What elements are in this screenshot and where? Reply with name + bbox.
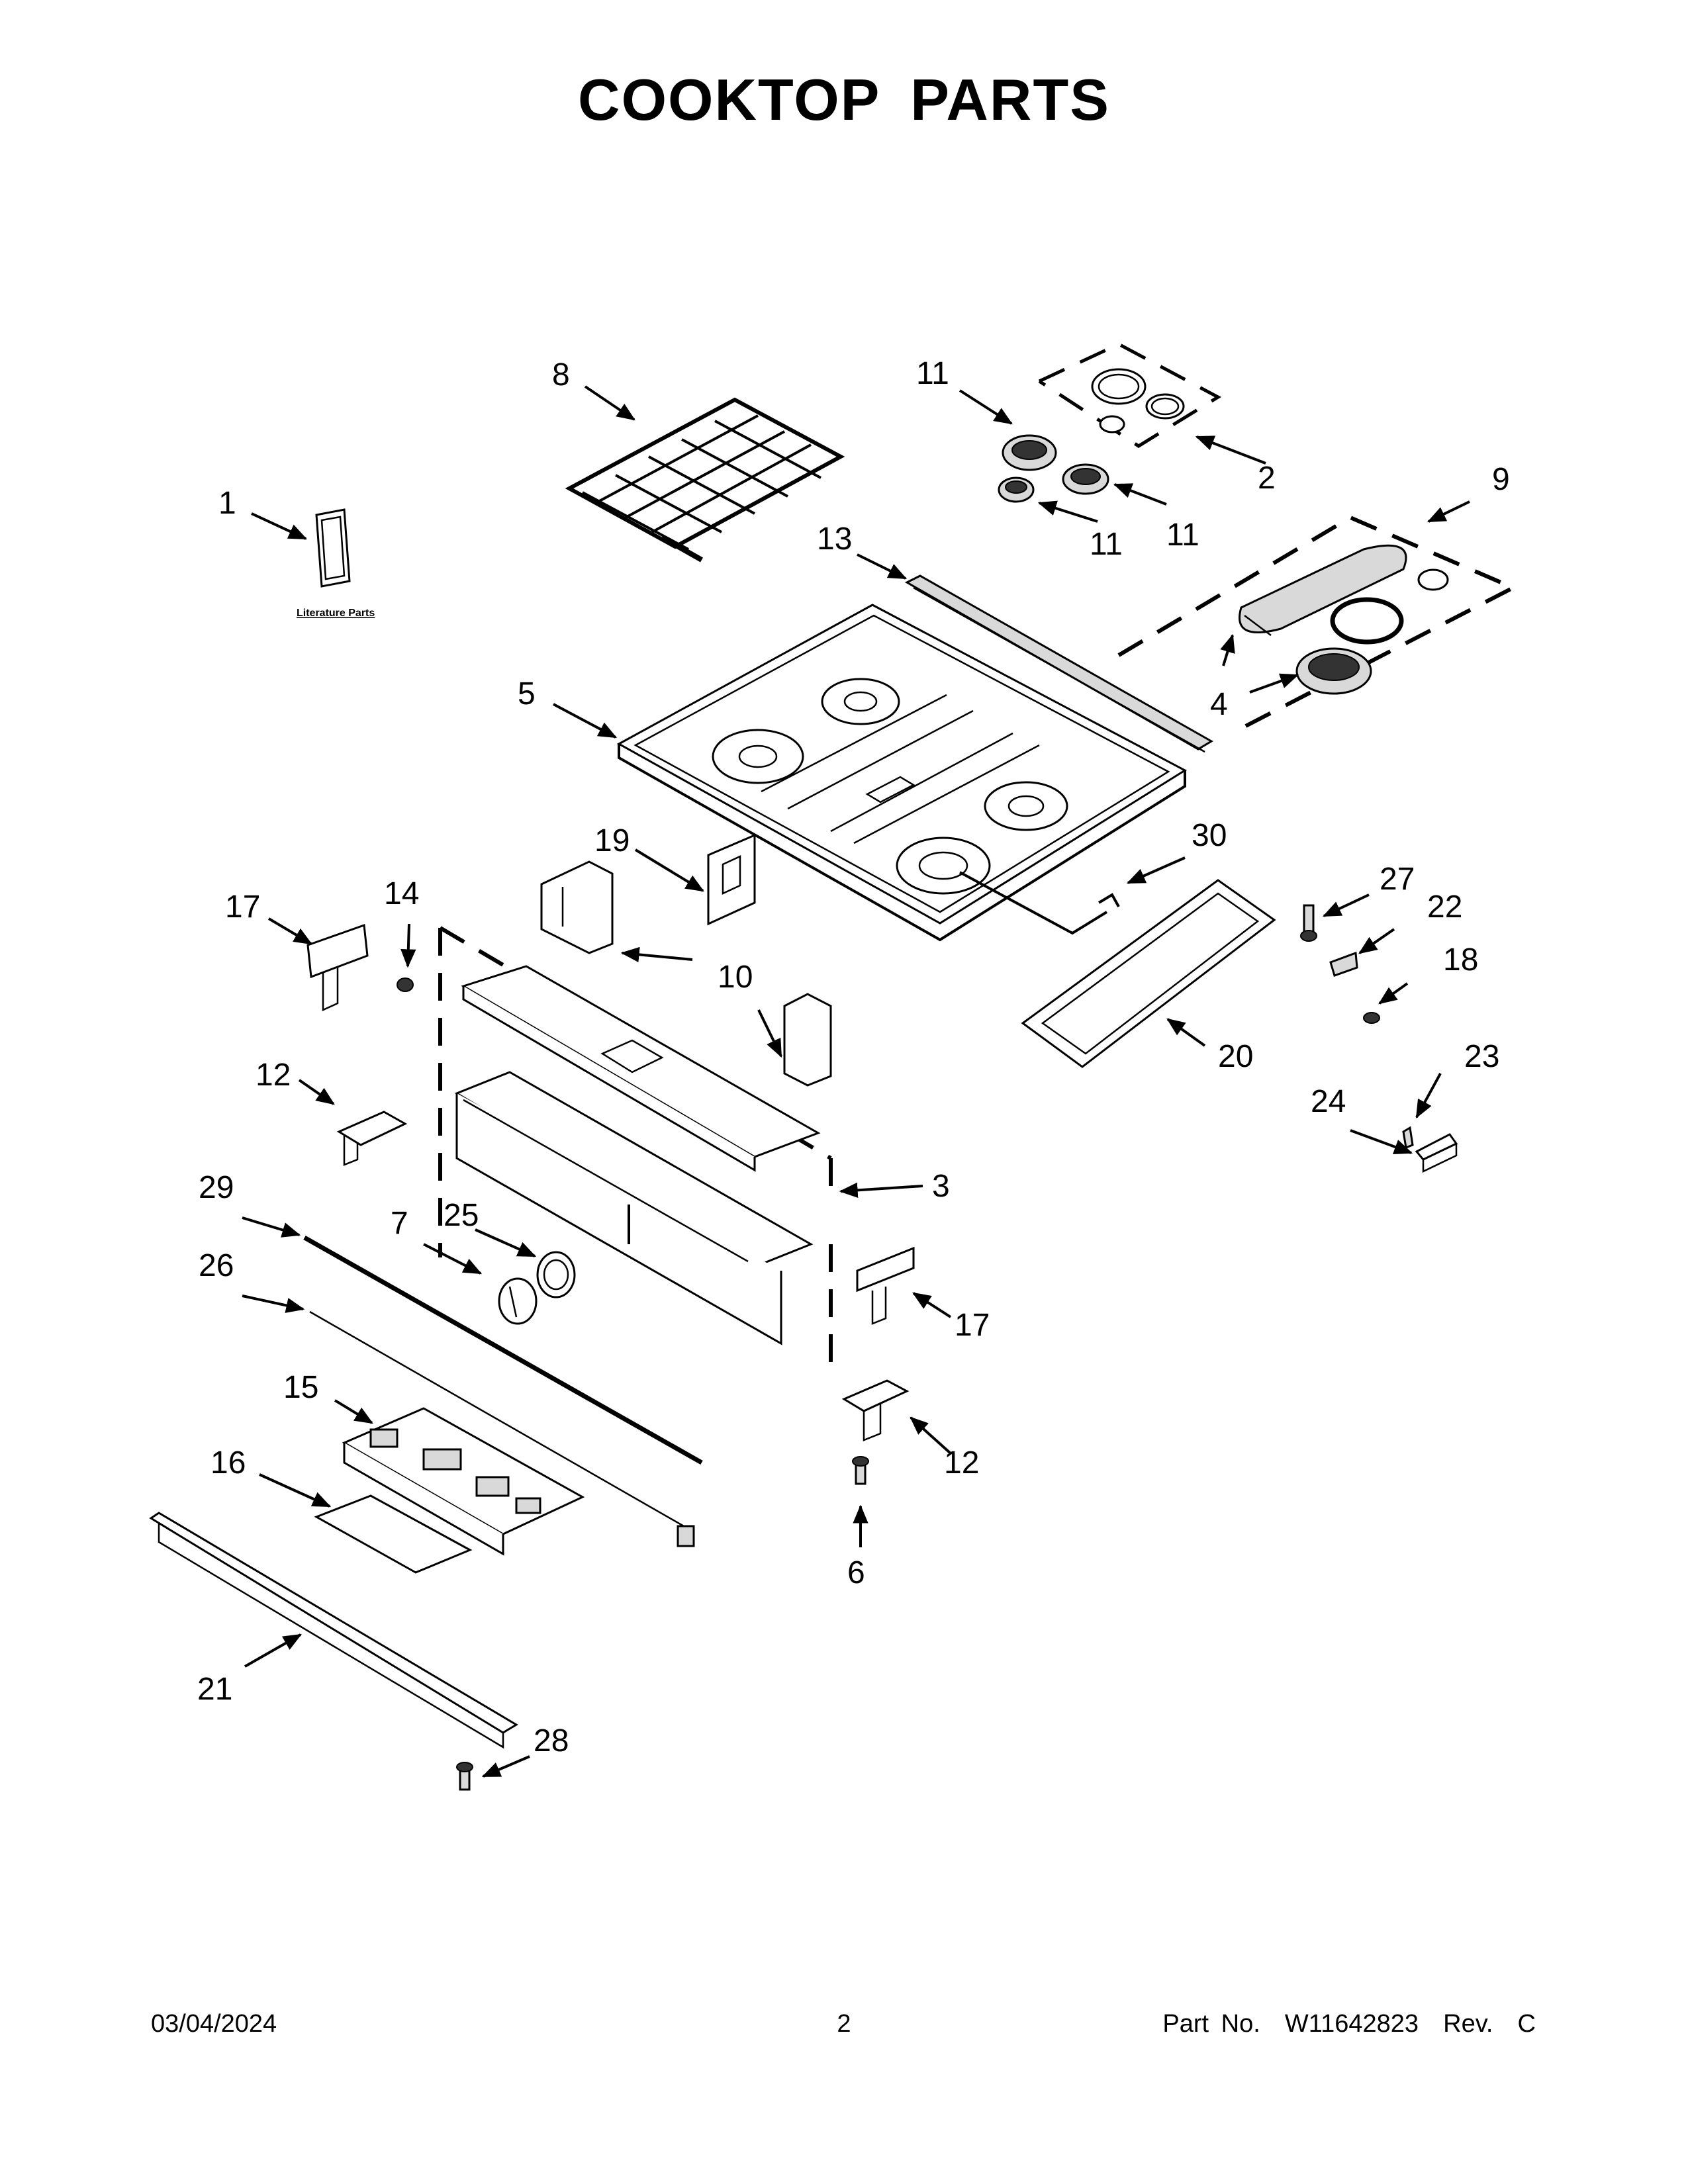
- callout-25: 25: [444, 1198, 479, 1233]
- part-2-burner-caps: [1038, 342, 1222, 448]
- footer-part-number: Part No. W11642823 Rev. C: [1162, 2010, 1536, 2038]
- part-20-grill-plate: [1021, 879, 1276, 1068]
- callout-12-b: 12: [944, 1445, 979, 1480]
- callout-10: 10: [718, 960, 753, 995]
- callout-4: 4: [1210, 687, 1228, 722]
- callout-14: 14: [384, 876, 419, 911]
- callout-20: 20: [1218, 1039, 1253, 1074]
- callout-5: 5: [518, 676, 536, 711]
- part-29-26-rods: [303, 1235, 703, 1547]
- screws-6-28: [456, 1456, 869, 1791]
- callout-28: 28: [534, 1723, 569, 1758]
- part-11-burners: [998, 434, 1109, 503]
- callout-23: 23: [1464, 1039, 1499, 1074]
- callout-7: 7: [391, 1206, 408, 1241]
- callout-11-c: 11: [1166, 518, 1199, 553]
- callout-15: 15: [283, 1370, 318, 1405]
- part-7-25-knob: [498, 1251, 576, 1325]
- callout-26: 26: [199, 1248, 234, 1283]
- page-title: COOKTOP PARTS: [578, 67, 1110, 132]
- callout-17-a: 17: [225, 889, 260, 925]
- callout-18: 18: [1443, 942, 1478, 978]
- callout-3: 3: [932, 1169, 950, 1204]
- leader-arrows: [242, 385, 1470, 1778]
- callout-29: 29: [199, 1170, 234, 1205]
- callout-22: 22: [1427, 889, 1462, 925]
- part-3-control-panel: [438, 926, 833, 1370]
- callout-13: 13: [817, 522, 852, 557]
- part-13-rail: [904, 574, 1213, 753]
- callout-11-b: 11: [1090, 527, 1123, 562]
- callout-numbers: 1 2 3 4 5 6 7 8 9 10 11 11 11 12 12 13 1…: [197, 356, 1510, 1758]
- callout-1: 1: [218, 486, 236, 521]
- callout-19: 19: [594, 823, 630, 858]
- footer-date: 03/04/2024: [151, 2010, 277, 2038]
- callout-11-a: 11: [916, 356, 949, 391]
- part-21-trim: [149, 1512, 518, 1749]
- callout-30: 30: [1192, 818, 1227, 853]
- parts-right-lower: [841, 1246, 915, 1441]
- callout-27: 27: [1380, 862, 1415, 897]
- callout-24: 24: [1311, 1084, 1346, 1119]
- part-8-grate: [565, 397, 845, 563]
- part-5-cooktop: [616, 604, 1188, 942]
- callout-9: 9: [1492, 462, 1510, 497]
- callout-6: 6: [847, 1555, 865, 1590]
- callout-8: 8: [552, 357, 570, 392]
- part-19-10-brackets: [540, 833, 832, 1087]
- callout-16: 16: [211, 1445, 246, 1480]
- parts-left-small: [306, 923, 414, 1166]
- literature-parts-label: Literature Parts: [297, 608, 375, 619]
- part-1-literature: Literature Parts: [297, 508, 375, 619]
- part-9-oval-burner: [1117, 515, 1519, 730]
- callout-17-b: 17: [955, 1308, 990, 1343]
- callout-21: 21: [197, 1672, 232, 1707]
- footer-page-number: 2: [837, 2010, 851, 2038]
- callout-12-a: 12: [256, 1058, 291, 1093]
- parts-right-small: [1300, 904, 1458, 1173]
- callout-2: 2: [1258, 461, 1276, 496]
- part-15-16-control-board: [314, 1407, 585, 1574]
